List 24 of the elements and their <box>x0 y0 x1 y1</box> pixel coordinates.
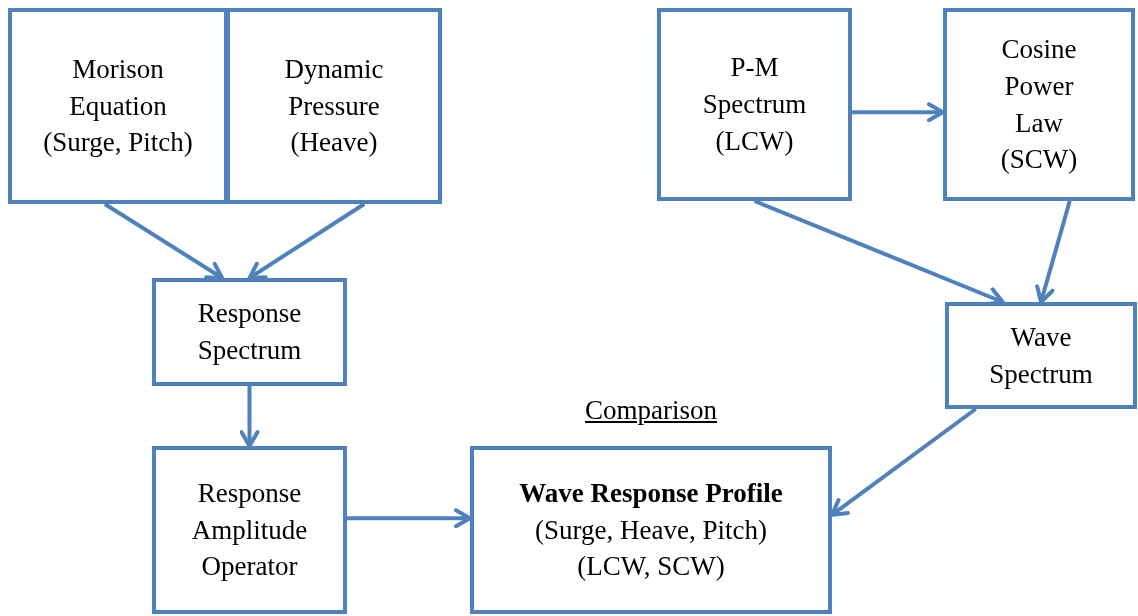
box-text: P-M Spectrum (LCW) <box>701 51 808 158</box>
box-text: (Surge, Heave, Pitch) (LCW, SCW) <box>534 513 768 584</box>
box-text: Morison Equation (Surge, Pitch) <box>42 52 194 160</box>
arrow <box>247 202 366 280</box>
box-text: Cosine Power Law (SCW) <box>999 33 1079 177</box>
comparison-heading: Comparison <box>585 395 717 426</box>
box-text: Wave Spectrum <box>988 320 1094 391</box>
process-box <box>8 8 228 204</box>
process-box <box>226 8 442 204</box>
box-text: Response Amplitude Operator <box>190 476 309 584</box>
arrow <box>852 102 945 123</box>
process-box <box>657 8 852 201</box>
arrow <box>347 508 472 529</box>
arrow <box>1035 200 1072 304</box>
process-box <box>943 8 1135 201</box>
arrow <box>239 386 260 448</box>
process-box <box>152 446 347 614</box>
process-box <box>945 302 1137 409</box>
box-text: Dynamic Pressure (Heave) <box>283 52 385 160</box>
process-box <box>152 278 347 386</box>
process-box <box>470 446 832 614</box>
box-text: Response Spectrum <box>196 297 303 367</box>
arrow <box>103 202 225 280</box>
box-heading: Wave Response Profile <box>518 476 784 510</box>
